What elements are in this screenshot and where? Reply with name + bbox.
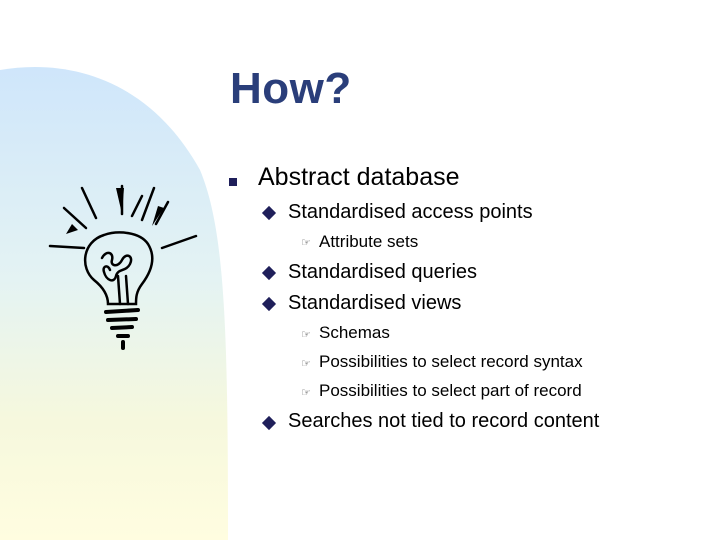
pointing-hand-icon: ☞ xyxy=(301,386,311,399)
pointing-hand-icon: ☞ xyxy=(301,357,311,370)
bullet-abstract-database: Abstract database xyxy=(258,163,460,191)
bullet-schemas: Schemas xyxy=(319,323,390,342)
bullet-standardised-access-points: Standardised access points xyxy=(288,201,533,223)
bullet-select-part-of-record: Possibilities to select part of record xyxy=(319,381,582,400)
square-bullet-icon xyxy=(229,178,237,186)
slide-title: How? xyxy=(230,64,352,113)
lightbulb-illustration xyxy=(48,184,198,350)
pointing-hand-icon: ☞ xyxy=(301,236,311,249)
bullet-standardised-views: Standardised views xyxy=(288,292,462,314)
bullet-attribute-sets: Attribute sets xyxy=(319,232,419,251)
bullet-standardised-queries: Standardised queries xyxy=(288,261,478,283)
bullet-select-record-syntax: Possibilities to select record syntax xyxy=(319,352,583,371)
bullet-searches-not-tied: Searches not tied to record content xyxy=(288,410,600,432)
pointing-hand-icon: ☞ xyxy=(301,328,311,341)
